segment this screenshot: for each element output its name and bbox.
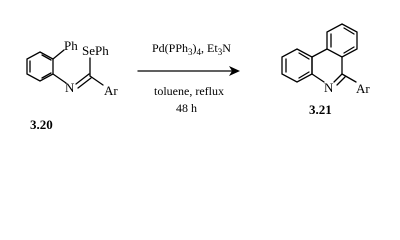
time-text: 48 h xyxy=(176,101,197,115)
reaction-arrow xyxy=(137,66,240,76)
product-double-bond xyxy=(298,52,310,60)
product-ring-bond xyxy=(311,73,325,83)
reactant-double-bond xyxy=(41,72,52,79)
reactant-double-bond xyxy=(41,54,52,61)
product-structure: N Ar xyxy=(281,23,370,96)
solvent-text: toluene, reflux xyxy=(154,84,224,98)
nitrogen-label: N xyxy=(65,80,75,95)
reactant-structure: Ph SePh N Ar xyxy=(26,38,118,98)
bond-to-ar xyxy=(89,75,104,86)
ar-label: Ar xyxy=(104,83,118,98)
product-cn-double-bond xyxy=(333,73,343,83)
product-bond-to-ar xyxy=(341,73,357,83)
phenyl-label: Ph xyxy=(64,38,78,53)
product-ar-label: Ar xyxy=(356,81,370,96)
bond-to-phenyl xyxy=(52,49,65,60)
product-double-bond xyxy=(343,46,355,54)
product-compound-id: 3.21 xyxy=(309,102,332,117)
product-left-ring xyxy=(281,48,313,83)
reagents-text: Pd(PPh3)4, Et3N xyxy=(152,41,231,57)
reaction-scheme: Ph SePh N Ar 3.20 Pd(PPh3)4, Et3N toluen… xyxy=(26,23,370,132)
product-double-bond xyxy=(343,27,355,35)
seph-label: SePh xyxy=(82,43,109,58)
product-nitrogen-label: N xyxy=(324,80,334,95)
reactant-compound-id: 3.20 xyxy=(30,117,53,132)
arrow-head xyxy=(229,66,240,76)
bond-to-nitrogen xyxy=(52,73,67,84)
reactant-benzene-ring xyxy=(26,51,54,82)
imine-double-bond xyxy=(75,73,90,85)
product-double-bond xyxy=(298,71,310,79)
imine-double-bond xyxy=(77,77,92,89)
product-ring-bond xyxy=(311,48,328,58)
product-cn-double-bond xyxy=(336,76,346,86)
